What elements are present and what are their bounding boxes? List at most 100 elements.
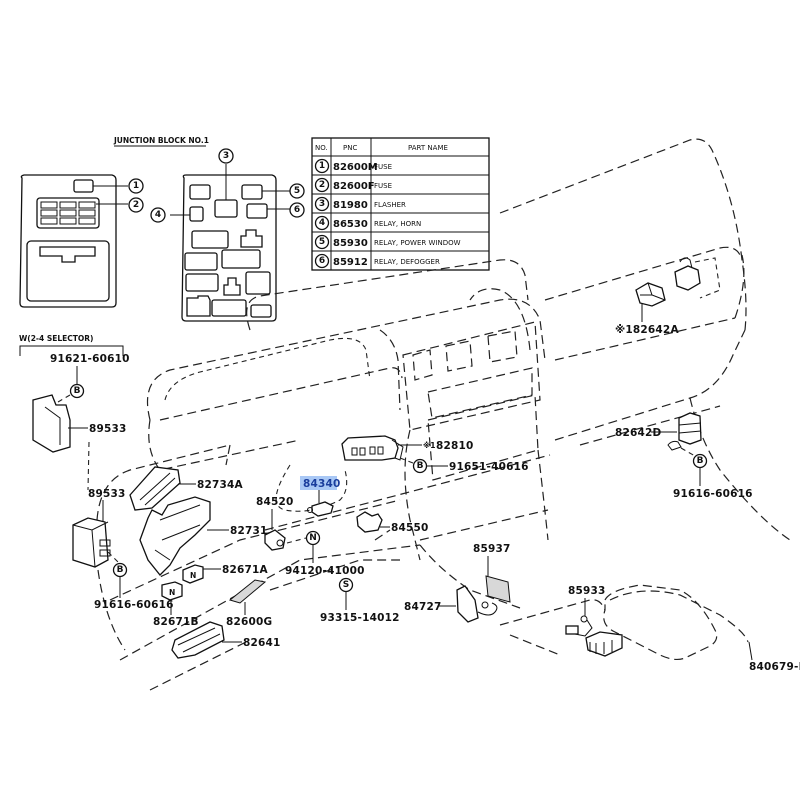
part-85933[interactable]: 85933 xyxy=(565,585,623,657)
label-82734a[interactable]: 82734A xyxy=(197,479,244,491)
label-84727[interactable]: 84727 xyxy=(404,601,442,613)
cluster-hood-outline xyxy=(164,337,371,401)
svg-text:4: 4 xyxy=(155,210,161,220)
part-82642d[interactable]: 82642D B 91616-60616 xyxy=(615,412,753,500)
label-82642d[interactable]: 82642D xyxy=(615,427,662,439)
table-row: 5 85930 RELAY, POWER WINDOW xyxy=(314,234,461,250)
fastener-b-icon xyxy=(412,458,428,474)
svg-text:6: 6 xyxy=(319,256,325,266)
table-row: 4 86530 RELAY, HORN xyxy=(314,215,421,231)
junction-block-title: JUNCTION BLOCK NO.1 xyxy=(113,136,209,145)
table-cell-name: RELAY, POWER WINDOW xyxy=(374,239,461,247)
svg-text:2: 2 xyxy=(133,200,139,210)
label-840679-b[interactable]: 840679-B xyxy=(749,661,800,673)
label-91616-60616-right[interactable]: 91616-60616 xyxy=(673,488,753,500)
table-cell-name: RELAY, HORN xyxy=(374,220,421,228)
part-82600g[interactable]: 82600G xyxy=(226,579,272,628)
label-84340[interactable]: 84340 xyxy=(303,478,341,490)
svg-text:S: S xyxy=(343,580,349,590)
table-cell-name: FUSE xyxy=(374,182,392,190)
part-85937[interactable]: 85937 xyxy=(473,543,511,603)
label-89533-lower[interactable]: 89533 xyxy=(88,488,126,500)
label-91621-60610: 91621-60610 xyxy=(50,353,130,365)
label-85937[interactable]: 85937 xyxy=(473,543,511,555)
svg-text:3: 3 xyxy=(223,151,229,161)
part-89533-upper[interactable] xyxy=(32,394,71,453)
label-82671a[interactable]: 82671A xyxy=(222,564,269,576)
label-82642a[interactable]: ※182642A xyxy=(615,324,679,336)
svg-text:5: 5 xyxy=(319,237,325,247)
svg-text:4: 4 xyxy=(319,218,325,228)
label-82600g[interactable]: 82600G xyxy=(226,616,272,628)
part-840679-b[interactable]: 840679-B xyxy=(748,641,800,673)
part-94120-41000[interactable]: N 94120-41000 xyxy=(285,530,365,578)
part-84550[interactable]: 84550 xyxy=(356,511,429,534)
svg-text:N: N xyxy=(190,571,196,580)
part-82642a[interactable]: ※182642A xyxy=(615,257,721,336)
part-82671b[interactable]: N 82671B xyxy=(153,581,199,628)
label-89533-upper[interactable]: 89533 xyxy=(89,423,127,435)
part-84520[interactable]: 84520 xyxy=(256,496,307,551)
label-94120-41000[interactable]: 94120-41000 xyxy=(285,565,365,577)
callout-4 xyxy=(150,207,166,223)
label-82671b[interactable]: 82671B xyxy=(153,616,199,628)
junction-block-rear: 3 4 5 6 xyxy=(150,148,305,322)
label-93315-14012[interactable]: 93315-14012 xyxy=(320,612,400,624)
svg-text:N: N xyxy=(169,588,175,597)
table-row: 1 82600M FUSE xyxy=(314,158,392,174)
part-84727[interactable]: 84727 xyxy=(404,585,498,623)
part-82734a[interactable]: 82734A xyxy=(129,466,244,511)
fastener-n-icon xyxy=(305,530,321,546)
svg-text:B: B xyxy=(697,456,704,466)
part-82731[interactable]: 82731 xyxy=(139,496,268,576)
svg-text:N: N xyxy=(309,533,317,543)
part-82810[interactable]: ※1 82810 B 91651-40616 xyxy=(341,435,529,474)
fastener-b-icon xyxy=(692,453,708,469)
table-cell-name: FUSE xyxy=(374,163,392,171)
part-82671a[interactable]: N 82671A xyxy=(182,564,269,584)
junction-block-front: 1 2 xyxy=(19,174,144,308)
label-85933[interactable]: 85933 xyxy=(568,585,606,597)
table-cell-pnc: 82600M xyxy=(333,162,378,173)
part-84340[interactable]: 84340 xyxy=(300,476,341,517)
dashboard-outline xyxy=(96,138,791,691)
selector-group: W(2-4 SELECTOR) 91621-60610 B 89533 xyxy=(19,334,130,491)
svg-text:1: 1 xyxy=(133,181,139,191)
table-row: 3 81980 FLASHER xyxy=(314,196,406,212)
svg-text:B: B xyxy=(417,461,424,471)
fastener-s-icon xyxy=(338,577,354,593)
svg-text:6: 6 xyxy=(294,205,300,215)
highlight-box xyxy=(300,476,337,490)
label-91651-40616[interactable]: 91651-40616 xyxy=(449,461,529,473)
svg-text:5: 5 xyxy=(294,186,300,196)
svg-text:3: 3 xyxy=(319,199,325,209)
label-82810[interactable]: 82810 xyxy=(436,440,474,452)
callout-6 xyxy=(289,202,305,218)
fastener-b-icon xyxy=(69,383,85,399)
glove-lid-outline xyxy=(609,590,749,643)
svg-text:1: 1 xyxy=(319,161,325,171)
table-cell-pnc: 85930 xyxy=(333,238,368,249)
svg-text:2: 2 xyxy=(319,180,325,190)
label-84520[interactable]: 84520 xyxy=(256,496,294,508)
label-84550[interactable]: 84550 xyxy=(391,522,429,534)
table-cell-name: RELAY, DEFOGGER xyxy=(374,258,440,266)
part-89533-lower[interactable]: 89533 B 91616-60616 xyxy=(72,488,174,611)
junction-block-group: JUNCTION BLOCK NO.1 1 2 xyxy=(19,136,305,322)
table-header-pnc: PNC xyxy=(343,144,357,152)
part-82641[interactable]: 82641 xyxy=(171,621,281,659)
label-91616-60616-left[interactable]: 91616-60616 xyxy=(94,599,174,611)
selector-group-title: W(2-4 SELECTOR) xyxy=(19,334,94,343)
label-82731[interactable]: 82731 xyxy=(230,525,268,537)
table-row: 2 82600F FUSE xyxy=(314,177,392,193)
part-93315-14012[interactable]: S 93315-14012 xyxy=(320,577,400,625)
table-cell-name: FLASHER xyxy=(374,201,406,209)
label-82641[interactable]: 82641 xyxy=(243,637,281,649)
callout-1 xyxy=(128,178,144,194)
svg-text:B: B xyxy=(117,565,124,575)
table-row: 6 85912 RELAY, DEFOGGER xyxy=(314,253,440,269)
table-cell-pnc: 86530 xyxy=(333,219,368,230)
parts-table: NO. PNC PART NAME 1 82600M FUSE 2 82600F… xyxy=(311,137,490,271)
table-header-no: NO. xyxy=(315,144,328,152)
